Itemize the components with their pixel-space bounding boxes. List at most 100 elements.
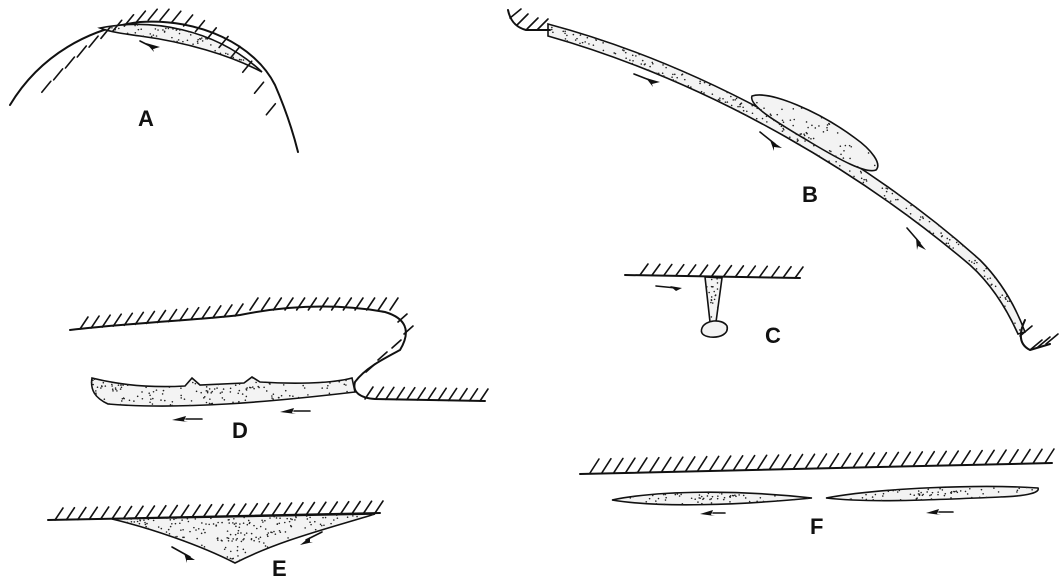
stipple-dot bbox=[676, 77, 678, 79]
stipple-dot bbox=[149, 395, 151, 397]
hatch-mark bbox=[378, 298, 386, 310]
hatch-mark bbox=[973, 451, 982, 465]
stipple-dot bbox=[123, 397, 125, 399]
stipple-dot bbox=[916, 208, 918, 210]
hatch-mark bbox=[341, 502, 349, 514]
stipple-dot bbox=[261, 519, 263, 521]
stipple-dot bbox=[994, 277, 996, 279]
stipple-dot bbox=[116, 390, 118, 392]
hatch-mark bbox=[853, 453, 862, 467]
stipple-dot bbox=[181, 519, 183, 521]
stipple-dot bbox=[153, 520, 155, 522]
stipple-dot bbox=[169, 519, 171, 521]
stipple-dot bbox=[874, 165, 876, 167]
stipple-dot bbox=[265, 528, 267, 530]
stipple-dot bbox=[883, 493, 885, 495]
stipple-dot bbox=[941, 235, 943, 237]
stipple-dot bbox=[215, 524, 217, 526]
stipple-dot bbox=[849, 170, 851, 172]
stipple-dot bbox=[640, 63, 642, 65]
hatch-mark bbox=[89, 36, 98, 47]
stipple-dot bbox=[711, 296, 713, 298]
stipple-dot bbox=[248, 520, 250, 522]
stipple-dot bbox=[245, 399, 247, 401]
stipple-dot bbox=[214, 50, 216, 52]
stipple-dot bbox=[872, 499, 874, 501]
stipple-dot bbox=[726, 92, 728, 94]
stipple-dot bbox=[862, 497, 864, 499]
stipple-dot bbox=[268, 532, 270, 534]
stipple-dot bbox=[1031, 489, 1033, 491]
stipple-dot bbox=[849, 158, 851, 160]
hatch-mark bbox=[364, 501, 372, 513]
stipple-dot bbox=[680, 494, 682, 496]
stipple-dot bbox=[690, 86, 692, 88]
stipple-dot bbox=[283, 384, 285, 386]
stipple-dot bbox=[346, 391, 348, 393]
stipple-dot bbox=[275, 533, 277, 535]
stipple-dot bbox=[164, 30, 166, 32]
stipple-dot bbox=[111, 27, 113, 29]
stipple-dot bbox=[197, 41, 199, 43]
stipple-dot bbox=[237, 546, 239, 548]
hatch-mark bbox=[42, 81, 51, 92]
stipple-dot bbox=[221, 522, 223, 524]
stipple-dot bbox=[231, 56, 233, 58]
stipple-dot bbox=[175, 536, 177, 538]
hatch-mark bbox=[865, 453, 874, 467]
stipple-dot bbox=[706, 286, 708, 288]
stipple-dot bbox=[884, 195, 886, 197]
stipple-dot bbox=[910, 205, 912, 207]
stipple-dot bbox=[244, 534, 246, 536]
stipple-dot bbox=[235, 539, 237, 541]
hatch-mark bbox=[204, 505, 212, 517]
hatch-mark bbox=[213, 306, 221, 318]
stipple-dot bbox=[115, 389, 117, 391]
stipple-dot bbox=[579, 43, 581, 45]
hatch-mark bbox=[734, 456, 743, 470]
stipple-dot bbox=[868, 152, 870, 154]
stipple-dot bbox=[203, 397, 205, 399]
stipple-dot bbox=[895, 489, 897, 491]
stipple-dot bbox=[818, 155, 820, 157]
stipple-dot bbox=[782, 120, 784, 122]
hatch-mark bbox=[226, 504, 234, 516]
stipple-dot bbox=[760, 497, 762, 499]
stipple-dot bbox=[171, 405, 173, 407]
stipple-dot bbox=[1005, 297, 1007, 299]
stipple-dot bbox=[121, 386, 123, 388]
stipple-dot bbox=[139, 523, 141, 525]
stipple-dot bbox=[623, 48, 625, 50]
stipple-dot bbox=[153, 391, 155, 393]
stipple-dot bbox=[104, 398, 106, 400]
stipple-dot bbox=[170, 526, 172, 528]
stipple-dot bbox=[122, 384, 124, 386]
stipple-dot bbox=[845, 145, 847, 147]
stipple-dot bbox=[711, 279, 713, 281]
hatch-mark bbox=[390, 298, 398, 310]
stipple-dot bbox=[613, 52, 615, 54]
stipple-dot bbox=[933, 232, 935, 234]
stipple-dot bbox=[280, 531, 282, 533]
stipple-dot bbox=[677, 493, 679, 495]
stipple-dot bbox=[986, 497, 988, 499]
stipple-dot bbox=[210, 44, 212, 46]
panel-b-wall-left bbox=[508, 9, 550, 30]
stipple-dot bbox=[173, 519, 175, 521]
stipple-dot bbox=[716, 278, 718, 280]
stipple-dot bbox=[779, 124, 781, 126]
stipple-dot bbox=[195, 383, 197, 385]
stipple-dot bbox=[681, 74, 683, 76]
stipple-dot bbox=[766, 116, 768, 118]
stipple-dot bbox=[965, 491, 967, 493]
stipple-dot bbox=[151, 36, 153, 38]
hatch-mark bbox=[272, 503, 280, 515]
stipple-dot bbox=[172, 28, 174, 30]
stipple-dot bbox=[931, 498, 933, 500]
stipple-dot bbox=[115, 387, 117, 389]
hatch-mark bbox=[459, 389, 467, 401]
stipple-dot bbox=[839, 165, 841, 167]
panel-a: A bbox=[10, 9, 298, 152]
stipple-dot bbox=[228, 540, 230, 542]
stipple-dot bbox=[267, 535, 269, 537]
